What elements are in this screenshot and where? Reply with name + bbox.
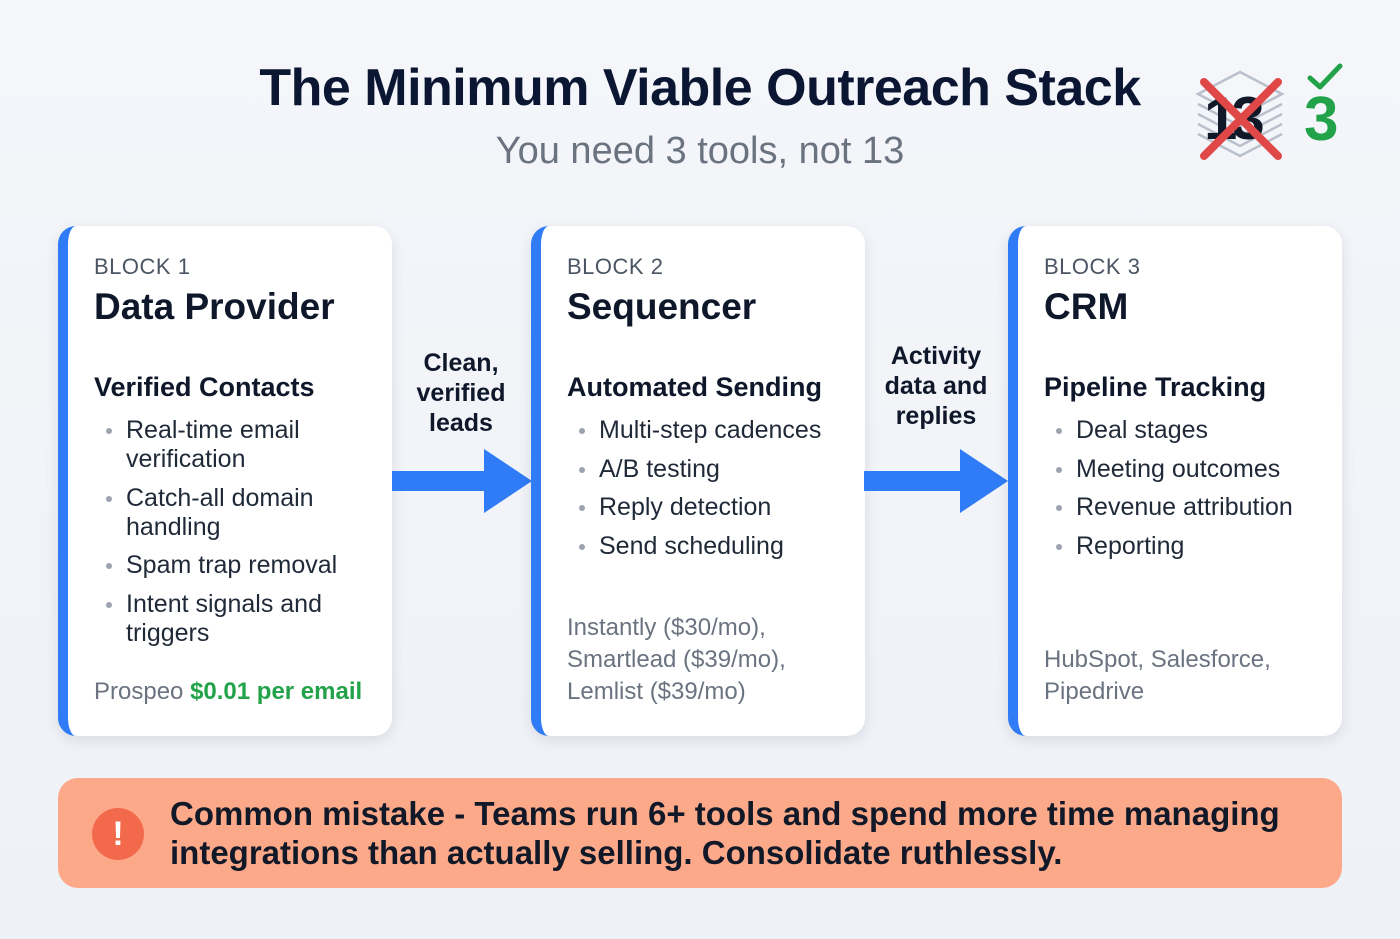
feature-list: Deal stages Meeting outcomes Revenue att… — [1044, 416, 1329, 570]
check-icon — [1307, 63, 1343, 90]
arrow-right-icon — [864, 449, 1008, 513]
page-subtitle: You need 3 tools, not 13 — [495, 130, 905, 172]
block-card-crm: BLOCK 3 CRM Pipeline Tracking Deal stage… — [1008, 226, 1342, 736]
warning-icon: ! — [92, 808, 144, 860]
connector-label: Clean, verified leads — [416, 349, 506, 437]
feature-item: Deal stages — [1044, 416, 1329, 445]
feature-item: Multi-step cadences — [567, 416, 852, 445]
feature-item: Meeting outcomes — [1044, 455, 1329, 484]
block-vendor: Prospeo $0.01 per email — [94, 676, 394, 708]
feature-item: Spam trap removal — [94, 551, 379, 580]
arrow-right-icon — [392, 449, 532, 513]
block-label: BLOCK 2 — [567, 254, 664, 279]
warning-text: Common mistake - Teams run 6+ tools and … — [170, 795, 1280, 871]
warning-banner: ! Common mistake - Teams run 6+ tools an… — [58, 778, 1342, 888]
block-label: BLOCK 1 — [94, 254, 191, 279]
cross-out-icon — [1200, 78, 1282, 160]
block-subtitle: Verified Contacts — [94, 372, 315, 402]
block-tools: HubSpot, Salesforce, Pipedrive — [1044, 646, 1271, 705]
vendor-name: Prospeo — [94, 678, 184, 705]
feature-item: Reporting — [1044, 532, 1329, 561]
block-title: Sequencer — [567, 286, 757, 327]
feature-list: Multi-step cadences A/B testing Reply de… — [567, 416, 852, 570]
feature-item: Catch-all domain handling — [94, 484, 379, 542]
block-title: Data Provider — [94, 286, 335, 327]
feature-item: Real-time email verification — [94, 416, 379, 474]
block-label: BLOCK 3 — [1044, 254, 1141, 279]
block-card-data-provider: BLOCK 1 Data Provider Verified Contacts … — [58, 226, 392, 736]
tool-count-badge: 13 3 — [1190, 62, 1350, 172]
page-title: The Minimum Viable Outreach Stack — [259, 59, 1141, 117]
block-card-sequencer: BLOCK 2 Sequencer Automated Sending Mult… — [531, 226, 865, 736]
feature-item: A/B testing — [567, 455, 852, 484]
feature-item: Send scheduling — [567, 532, 852, 561]
block-subtitle: Automated Sending — [567, 372, 822, 402]
vendor-price: $0.01 per email — [190, 678, 363, 705]
connector-label: Activity data and replies — [884, 342, 988, 430]
block-title: CRM — [1044, 286, 1129, 327]
feature-item: Reply detection — [567, 493, 852, 522]
new-tool-count: 3 — [1304, 85, 1339, 154]
block-tools: Instantly ($30/mo), Smartlead ($39/mo), … — [567, 614, 786, 705]
feature-item: Intent signals and triggers — [94, 590, 379, 648]
block-subtitle: Pipeline Tracking — [1044, 372, 1267, 402]
feature-list: Real-time email verification Catch-all d… — [94, 416, 379, 657]
feature-item: Revenue attribution — [1044, 493, 1329, 522]
